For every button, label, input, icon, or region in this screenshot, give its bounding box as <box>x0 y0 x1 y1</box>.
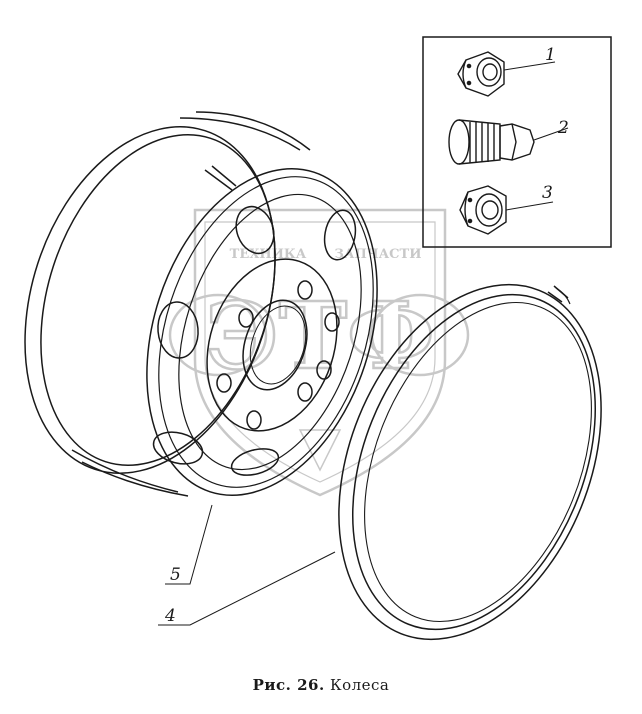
leader-line-5 <box>165 504 213 585</box>
leader-line-2 <box>533 127 569 141</box>
figure-caption-prefix: Рис. 26. <box>252 676 325 694</box>
leader-line-3 <box>505 201 554 211</box>
callout-5: 5 <box>170 565 181 585</box>
fasteners-inset-frame <box>422 36 612 248</box>
figure-caption: Рис. 26. Колеса <box>0 676 642 694</box>
wheel-nut-icon <box>459 185 507 235</box>
cap-nut-icon <box>457 51 505 97</box>
callout-4: 4 <box>164 606 176 626</box>
wheel-rim-icon <box>24 111 378 497</box>
watermark-logo-letters: ЭТФ <box>206 282 435 390</box>
callout-1: 1 <box>545 45 556 65</box>
leader-line-1 <box>503 61 556 71</box>
lock-ring-icon <box>338 283 602 641</box>
callout-3: 3 <box>542 183 553 203</box>
figure-caption-title: Колеса <box>329 676 390 694</box>
callout-2: 2 <box>557 118 569 138</box>
wheel-stud-icon <box>448 119 535 165</box>
leader-line-4 <box>158 551 336 626</box>
